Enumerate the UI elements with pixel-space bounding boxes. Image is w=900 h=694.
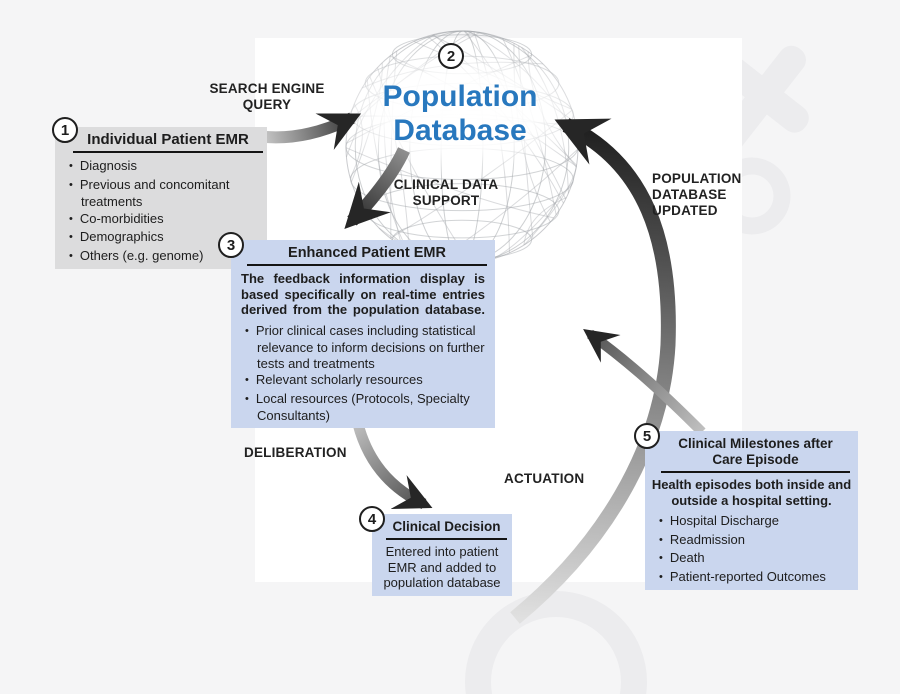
- list-item: Readmission: [659, 532, 850, 550]
- hub-title-line1: Population: [382, 80, 538, 113]
- box5-bullet-list: Hospital DischargeReadmissionDeathPatien…: [645, 513, 854, 586]
- population-updated-label: POPULATION DATABASE UPDATED: [652, 171, 742, 218]
- box4-body: Entered into patient EMR and added to po…: [383, 544, 501, 590]
- hub-title-line2: Database: [393, 114, 527, 147]
- box1-title: Individual Patient EMR: [73, 127, 263, 153]
- box3-title: Enhanced Patient EMR: [247, 240, 487, 266]
- box5-title: Clinical Milestones after Care Episode: [661, 431, 850, 473]
- clinical-decision-box: Clinical Decision Entered into patient E…: [372, 514, 512, 596]
- deliberation-label: DELIBERATION: [244, 445, 347, 460]
- list-item: Co-morbidities: [69, 211, 259, 229]
- population-updated-arc-arrow: [510, 118, 676, 624]
- enhanced-patient-emr-box: Enhanced Patient EMR The feedback inform…: [231, 240, 495, 428]
- list-item: Relevant scholarly resources: [245, 372, 487, 390]
- list-item: Death: [659, 550, 850, 568]
- step-3-badge: 3: [218, 232, 244, 258]
- actuation-label: ACTUATION: [504, 471, 585, 486]
- list-item: Demographics: [69, 229, 259, 247]
- list-item: Diagnosis: [69, 158, 259, 176]
- clinical-data-support-label: CLINICAL DATA SUPPORT: [393, 177, 499, 208]
- step-1-badge: 1: [52, 117, 78, 143]
- step-4-badge: 4: [359, 506, 385, 532]
- hub-title: Population Database: [330, 80, 590, 148]
- box1-bullet-list: DiagnosisPrevious and concomitant treatm…: [55, 158, 263, 265]
- list-item: Local resources (Protocols, Specialty Co…: [245, 391, 487, 424]
- box3-intro: The feedback information display is base…: [241, 271, 485, 317]
- box5-intro: Health episodes both inside and outside …: [651, 477, 852, 508]
- list-item: Previous and concomitant treatments: [69, 177, 259, 210]
- clinical-milestones-box: Clinical Milestones after Care Episode H…: [645, 431, 858, 590]
- box3-bullet-list: Prior clinical cases including statistic…: [231, 323, 491, 424]
- list-item: Patient-reported Outcomes: [659, 569, 850, 587]
- clinical-data-support-arrow: [344, 147, 410, 230]
- hub-title-backdrop: [325, 46, 595, 178]
- step-2-badge: 2: [438, 43, 464, 69]
- list-item: Hospital Discharge: [659, 513, 850, 531]
- milestones-merge-arrow: [583, 329, 706, 436]
- deliberation-arrow: [352, 422, 433, 509]
- step-5-badge: 5: [634, 423, 660, 449]
- list-item: Others (e.g. genome): [69, 248, 259, 266]
- box4-title: Clinical Decision: [386, 514, 507, 540]
- search-query-label: SEARCH ENGINE QUERY: [209, 81, 325, 112]
- search-query-arrow: [255, 112, 362, 150]
- list-item: Prior clinical cases including statistic…: [245, 323, 487, 372]
